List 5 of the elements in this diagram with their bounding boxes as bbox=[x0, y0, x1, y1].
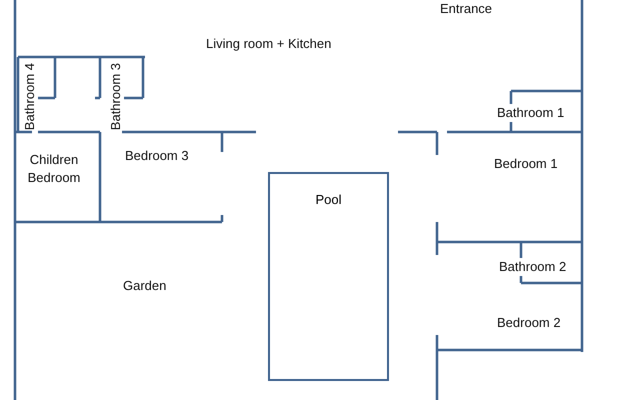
pool-outline bbox=[268, 172, 389, 381]
room-label: Bathroom 2 bbox=[499, 258, 566, 276]
room-label: Bathroom 1 bbox=[497, 104, 564, 122]
room-label: Bathroom 3 bbox=[108, 63, 124, 130]
room-label: Pool bbox=[314, 191, 343, 209]
